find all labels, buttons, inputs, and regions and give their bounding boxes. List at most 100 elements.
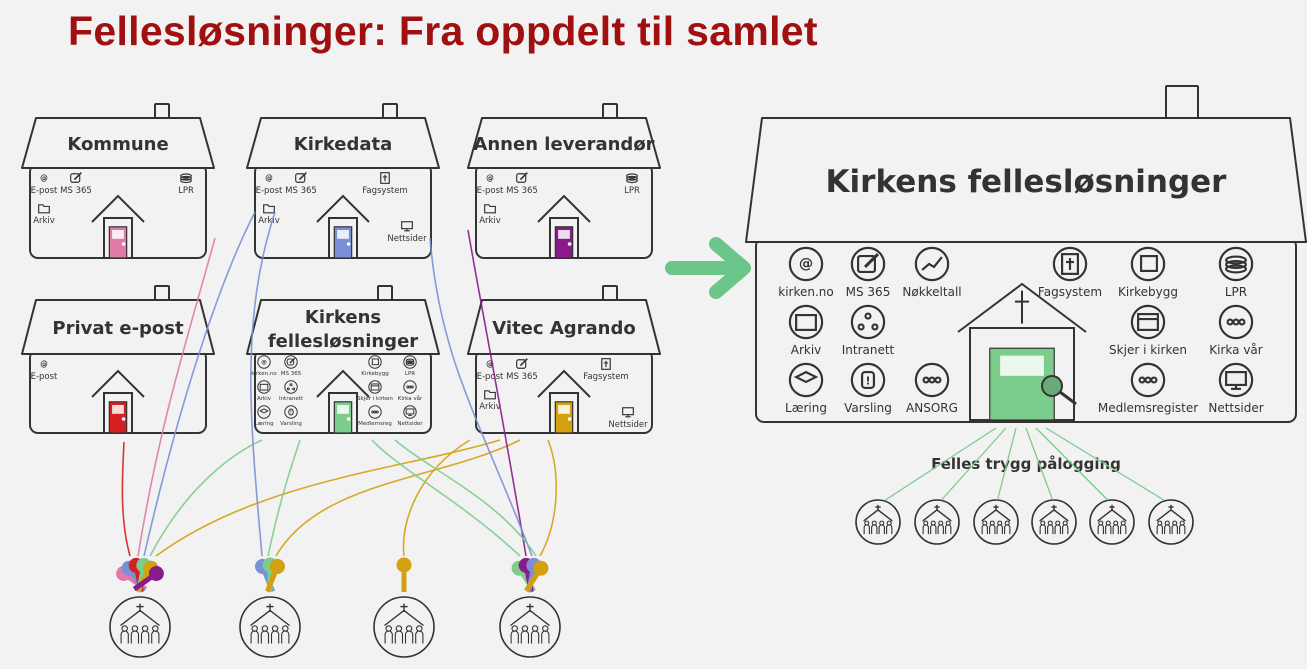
- connector-line: [267, 439, 301, 557]
- connector-line: [143, 211, 256, 557]
- item-label: Nettsider: [387, 234, 427, 244]
- coin: [405, 360, 415, 365]
- monitor-icon: [403, 405, 417, 419]
- icon-ring: [788, 362, 824, 398]
- key-bow: [396, 557, 412, 573]
- key-blade: [401, 570, 407, 592]
- members-icon: [1130, 362, 1166, 398]
- item-label: Nettsider: [608, 420, 648, 430]
- login-arrow: [996, 427, 1017, 501]
- item-label: Skjer i kirken: [357, 396, 393, 402]
- person-body: [520, 630, 530, 644]
- graduation-icon: [257, 405, 271, 419]
- person-body: [1105, 524, 1112, 535]
- key-icon: [132, 566, 164, 592]
- item-label: E-post: [256, 186, 283, 196]
- item-label: Varsling: [280, 421, 302, 427]
- door-knob: [121, 242, 126, 246]
- entrance: [537, 194, 591, 259]
- book: [380, 172, 390, 184]
- church-roof: [981, 509, 1011, 522]
- node: [289, 383, 293, 387]
- key-blade: [1059, 390, 1077, 406]
- person-body: [1171, 524, 1178, 535]
- door-window: [112, 230, 124, 239]
- icon-ring: [914, 362, 950, 398]
- edit-box: [295, 173, 306, 183]
- entrance: [91, 369, 145, 434]
- person-body: [863, 524, 870, 535]
- folder-shape: [484, 390, 496, 400]
- connector-line: [121, 441, 131, 557]
- entrance: [957, 282, 1087, 421]
- connector-line: [402, 439, 471, 557]
- monitor-icon: [401, 221, 413, 232]
- church-roof: [384, 609, 424, 627]
- alert-mark: !: [866, 374, 871, 387]
- archive-box: [259, 383, 269, 391]
- icon-ring: [284, 355, 298, 369]
- house-name: fellesløsninger: [268, 331, 418, 352]
- coins-icon: [403, 355, 417, 369]
- folder-icon: [484, 390, 496, 400]
- connector-line: [371, 439, 521, 557]
- edit-icon: [284, 355, 298, 369]
- archive-360-icon: [788, 304, 824, 340]
- house-name: Privat e-post: [52, 318, 184, 339]
- big-item-label: Nettsider: [1208, 401, 1263, 415]
- big-item-label: Skjer i kirken: [1109, 343, 1187, 357]
- gable: [957, 282, 1087, 333]
- key-icon: [265, 558, 285, 593]
- monitor-icon: [622, 407, 634, 418]
- connector-line: [250, 211, 276, 557]
- key-blade: [265, 570, 278, 593]
- person-body: [415, 630, 424, 644]
- person-body: [130, 630, 140, 644]
- book-cross-icon: [601, 358, 611, 370]
- item-label: E-post: [31, 372, 58, 382]
- roof: [21, 117, 215, 169]
- at-icon: @: [486, 359, 494, 368]
- edit-pen: [289, 357, 296, 364]
- icon-ring: [1130, 246, 1166, 282]
- person-body: [404, 630, 414, 644]
- item-label: E-post: [31, 186, 58, 196]
- login-arrow: [1045, 427, 1165, 501]
- at-glyph: @: [40, 173, 48, 182]
- item-label: LPR: [178, 186, 194, 196]
- connector-line: [467, 229, 527, 557]
- person-body: [1047, 524, 1054, 535]
- item-label: Arkiv: [257, 396, 272, 402]
- left-congregation-3: [373, 596, 435, 658]
- at-icon: @: [257, 355, 271, 369]
- house-name: Kommune: [67, 134, 168, 155]
- church-roof: [1156, 509, 1186, 522]
- person-body: [1164, 524, 1171, 535]
- right-congregation-3: [973, 499, 1019, 545]
- coin: [626, 178, 638, 184]
- door-window: [337, 405, 349, 414]
- key-bow: [1041, 375, 1063, 397]
- person-head: [934, 376, 942, 384]
- screen: [622, 407, 634, 416]
- coin: [405, 358, 415, 363]
- book-cross-icon: [380, 172, 390, 184]
- right-congregation-6: [1148, 499, 1194, 545]
- big-item-label: MS 365: [846, 285, 891, 299]
- icon-ring: [257, 380, 271, 394]
- item-label: Arkiv: [258, 216, 280, 226]
- folder-icon: [484, 204, 496, 214]
- coin: [180, 173, 192, 179]
- key-blade: [524, 571, 541, 593]
- item-label: LPR: [405, 371, 415, 377]
- gable: [537, 369, 591, 398]
- door-knob: [121, 417, 126, 421]
- gable: [316, 194, 370, 223]
- connector-line: [394, 439, 537, 557]
- congregation-ring: [1089, 499, 1135, 545]
- connector-line: [137, 237, 216, 557]
- chimney: [1165, 85, 1199, 123]
